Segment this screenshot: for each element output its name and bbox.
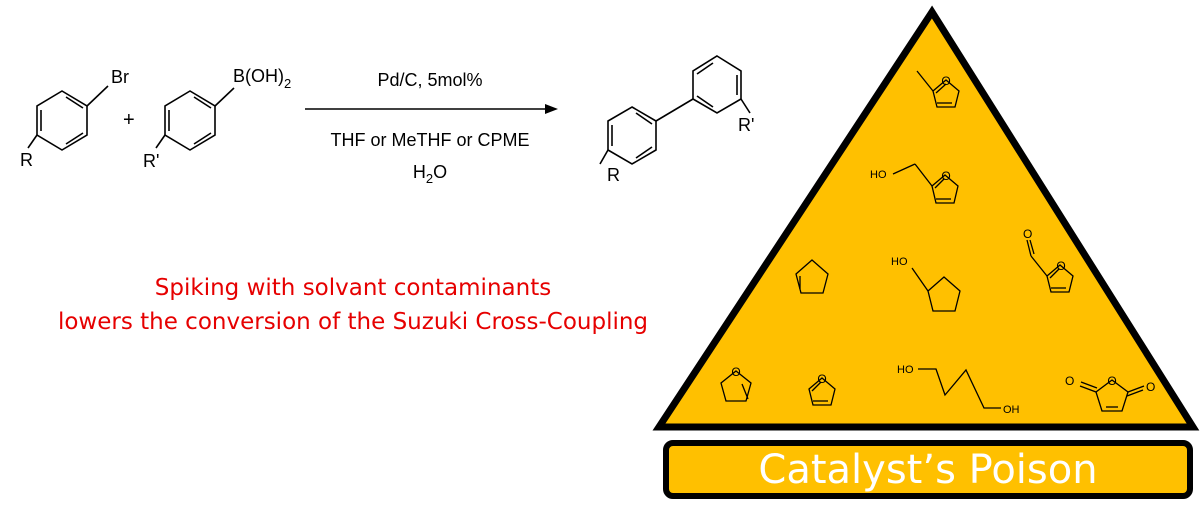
maleic-anhydride-molecule (1079, 379, 1145, 412)
furfuryl-hydroxyl-label: HO (870, 169, 887, 181)
plus-sign: + (123, 109, 135, 131)
methylfuran-molecule (916, 70, 960, 108)
furfural-carbonyl-oxygen-label: O (1023, 227, 1032, 241)
biaryl-product-molecule (599, 55, 751, 165)
furfural-ring-oxygen-label: O (1056, 259, 1065, 273)
cyclopentanol-molecule (911, 267, 961, 312)
contaminant-message-line-1: Spiking with solvant contaminants (154, 275, 552, 301)
anhydride-carbonyl-oxygen-label-2: O (1146, 380, 1155, 394)
dihydrofuran-oxygen-label: O (731, 365, 740, 379)
bromine-label: Br (111, 67, 129, 87)
r-prime-group-label: R' (143, 151, 159, 171)
poison-triangle (652, 5, 1200, 431)
catalyst-conditions: Pd/C, 5mol% (377, 70, 482, 90)
aryl-boronic-acid-molecule (155, 87, 235, 151)
anhydride-ring-oxygen-label: O (1107, 374, 1116, 388)
aryl-bromide-molecule (27, 85, 109, 151)
product-r-label: R (607, 165, 620, 185)
boronic-acid-label: B(OH)2 (233, 66, 291, 91)
reaction-arrow (305, 104, 558, 114)
furan-oxygen-label: O (817, 372, 826, 386)
water-conditions: H2O (413, 162, 447, 186)
cyclopentanol-hydroxyl-label: HO (891, 256, 908, 268)
contaminant-message-line-2: lowers the conversion of the Suzuki Cros… (57, 309, 649, 335)
anhydride-carbonyl-oxygen-label-1: O (1065, 374, 1074, 388)
r-group-label: R (20, 150, 33, 170)
furfuryl-alcohol-molecule (892, 163, 959, 204)
furfural-molecule (1026, 239, 1074, 293)
catalyst-poison-label: Catalyst’s Poison (758, 446, 1098, 493)
catalyst-poison-banner: Catalyst’s Poison (663, 440, 1193, 499)
furfuryl-oxygen-label: O (941, 169, 950, 183)
product-r-prime-label: R' (738, 115, 754, 135)
dihydrofuran-molecule (720, 370, 752, 402)
butanediol-hydroxyl-label-1: HO (897, 364, 914, 376)
furan-molecule (808, 377, 836, 406)
solvent-conditions: THF or MeTHF or CPME (330, 130, 529, 150)
methylfuran-oxygen-label: O (941, 74, 950, 88)
butanediol-molecule (918, 368, 1001, 409)
cyclopentene-molecule (795, 259, 829, 294)
butanediol-hydroxyl-label-2: OH (1003, 404, 1020, 416)
